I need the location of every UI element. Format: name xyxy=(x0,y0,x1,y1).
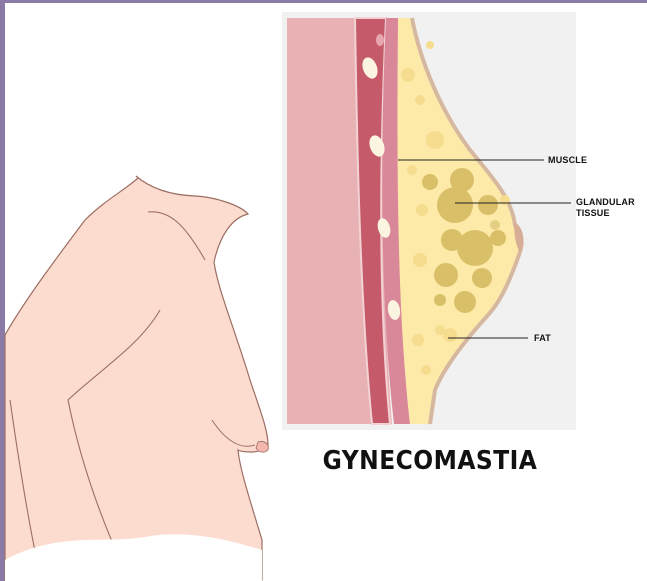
page-title: GYNECOMASTIA xyxy=(322,446,538,476)
torso-body xyxy=(5,176,268,580)
muscle-label: MUSCLE xyxy=(548,155,587,166)
glandular-tissue-label-line1: GLANDULAR xyxy=(576,197,635,208)
torso-nipple xyxy=(256,441,268,452)
glandular-tissue-label-line2: TISSUE xyxy=(576,208,610,219)
cross-section-diagram xyxy=(282,12,576,430)
chest-wall xyxy=(287,18,362,424)
fat-label: FAT xyxy=(534,333,551,344)
torso-illustration xyxy=(5,176,268,581)
